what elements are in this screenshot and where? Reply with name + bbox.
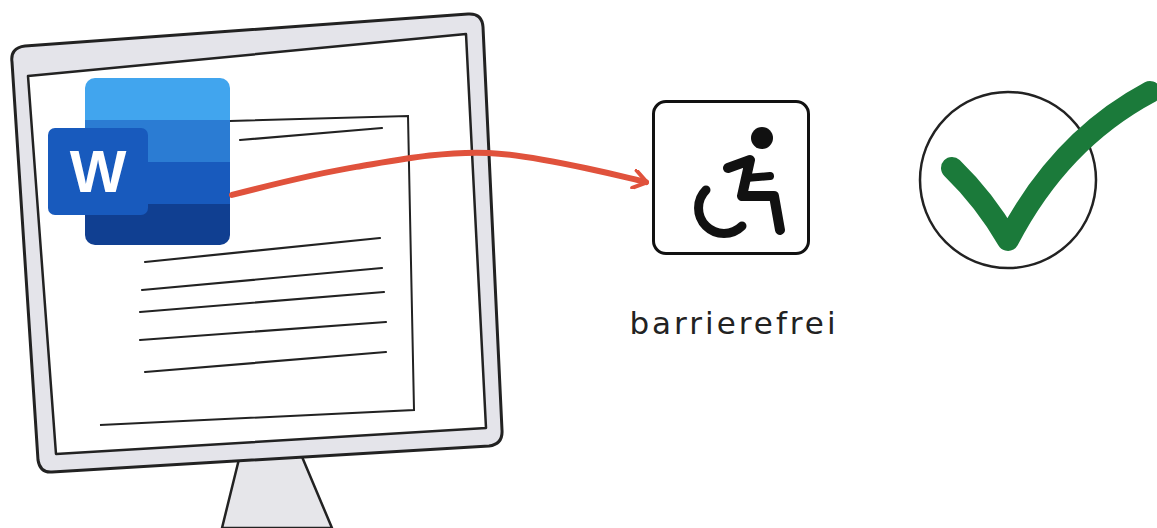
monitor-bezel [12, 14, 502, 472]
text-line [145, 352, 386, 372]
icon-arm [746, 176, 770, 178]
caption-label: barrierefrei [605, 298, 863, 348]
monitor-screen [28, 34, 486, 454]
icon-head [751, 127, 773, 149]
word-logo [48, 78, 230, 245]
text-line [142, 268, 382, 290]
wheelchair-icon [699, 127, 780, 233]
icon-wheel [699, 190, 742, 233]
accessibility-box: barrierefrei [652, 100, 810, 255]
word-logo-node: W [48, 78, 230, 245]
icon-body [728, 160, 780, 230]
flow-arrow [232, 153, 646, 195]
text-line [140, 322, 386, 340]
logo-letter: W [48, 128, 148, 215]
check-mark [952, 92, 1150, 240]
text-line [140, 292, 384, 312]
monitor-stand [222, 452, 332, 528]
text-line [240, 128, 382, 140]
logo-front-tile [48, 128, 148, 215]
logo-band [85, 78, 230, 120]
